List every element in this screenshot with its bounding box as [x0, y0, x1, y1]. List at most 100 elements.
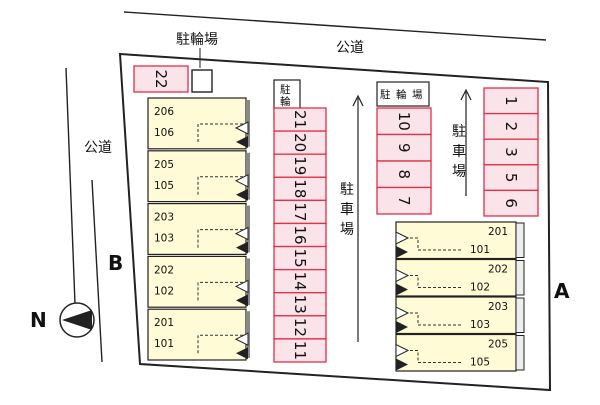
road-top-edge: [123, 11, 547, 41]
building-b-label: B: [108, 251, 123, 275]
door-marker: [236, 294, 248, 307]
parking-space-number: 18: [291, 179, 309, 198]
road-label-top: 公道: [336, 40, 364, 56]
svg-text:輪: 輪: [280, 95, 291, 108]
parking-space-number: 14: [291, 272, 309, 291]
parking-space-number: 21: [291, 110, 309, 129]
svg-text:場: 場: [412, 88, 423, 101]
door-marker: [236, 241, 248, 254]
parking-space-number: 15: [291, 249, 309, 268]
svg-text:駐: 駐: [452, 124, 466, 140]
svg-text:駐: 駐: [380, 88, 391, 101]
door-marker: [236, 347, 248, 360]
parking-space-number: 20: [291, 133, 309, 152]
drive-direction-arrow-center: [352, 94, 364, 342]
unit-number-lower: 103: [154, 233, 174, 245]
door-marker: [234, 279, 249, 294]
parking-space-22: 22: [133, 65, 189, 93]
bicycle-parking-label-top: 駐輪場: [176, 31, 218, 48]
door-marker: [396, 321, 408, 333]
parking-space: 12: [273, 315, 327, 340]
parking-space: 9: [376, 133, 432, 162]
parking-space: 8: [376, 160, 432, 189]
parking-space-number: 13: [291, 295, 309, 314]
entry-path: [410, 275, 462, 288]
unit-number-lower: 102: [154, 285, 174, 297]
parking-space: 5: [483, 164, 539, 192]
parking-space: 3: [483, 138, 539, 166]
unit-block: 203 103: [395, 296, 525, 335]
door-marker: [396, 283, 408, 296]
door-marker: [395, 268, 410, 283]
parking-space: 11: [273, 338, 327, 363]
entry-path: [197, 281, 244, 301]
building-a-label: A: [554, 279, 570, 303]
door-marker: [395, 343, 410, 358]
bicycle-parking-tag-right: 駐 輪 場: [376, 81, 430, 107]
parking-label-right: 駐 車 場: [452, 124, 466, 180]
unit-number-lower: 101: [154, 338, 174, 350]
unit-block: 202 102: [147, 255, 250, 308]
unit-number-upper: 202: [488, 264, 508, 276]
svg-text:場: 場: [340, 222, 354, 238]
svg-text:車: 車: [340, 201, 354, 218]
entry-path: [410, 312, 462, 326]
road-label-left: 公道: [84, 140, 112, 156]
parking-space-number: 1: [502, 96, 520, 106]
entry-path: [197, 334, 244, 354]
north-label: N: [30, 308, 47, 332]
door-marker: [234, 173, 249, 188]
door-marker: [236, 136, 248, 148]
unit-number-lower: 103: [470, 319, 490, 331]
parking-space-number: 6: [502, 198, 520, 208]
door-marker: [234, 332, 249, 347]
entry-path: [410, 350, 462, 363]
unit-number-upper: 203: [488, 301, 508, 313]
door-marker: [234, 226, 249, 241]
parking-space: 21: [273, 107, 327, 132]
entry-path: [197, 176, 244, 195]
entry-path: [197, 123, 244, 142]
door-marker: [234, 121, 249, 135]
unit-number-lower: 106: [154, 127, 174, 139]
unit-number-lower: 105: [470, 357, 490, 369]
parking-space: 2: [483, 112, 539, 140]
parking-space-number: 19: [291, 156, 309, 175]
unit-number-upper: 205: [154, 159, 174, 171]
parking-space: 6: [483, 189, 539, 217]
parking-space-number: 7: [395, 196, 413, 206]
parking-space-number: 10: [395, 112, 413, 131]
parking-space: 1: [483, 87, 539, 115]
parking-space: 13: [273, 292, 327, 317]
svg-text:場: 場: [452, 164, 466, 180]
north-compass: N: [30, 302, 95, 338]
unit-block: 205 105: [147, 150, 250, 203]
parking-space-number: 11: [291, 341, 309, 360]
unit-number-upper: 201: [154, 317, 174, 329]
parking-space: 20: [273, 130, 327, 155]
svg-text:車: 車: [452, 143, 466, 160]
entry-path: [197, 229, 244, 248]
bicycle-parking-shed: [191, 69, 213, 93]
parking-space-number: 2: [502, 122, 520, 132]
parking-space-number: 17: [291, 202, 309, 221]
unit-number-upper: 202: [154, 264, 174, 276]
parking-space: 7: [376, 186, 432, 215]
door-marker: [395, 306, 410, 320]
door-marker: [236, 188, 248, 201]
road-left-edge-inner: [91, 179, 103, 363]
unit-number-lower: 105: [154, 180, 174, 192]
parking-space-number: 3: [502, 147, 520, 157]
parking-space: 10: [376, 107, 432, 136]
door-marker: [396, 358, 408, 371]
parking-space-number: 8: [395, 169, 413, 179]
unit-number-lower: 101: [470, 244, 490, 256]
